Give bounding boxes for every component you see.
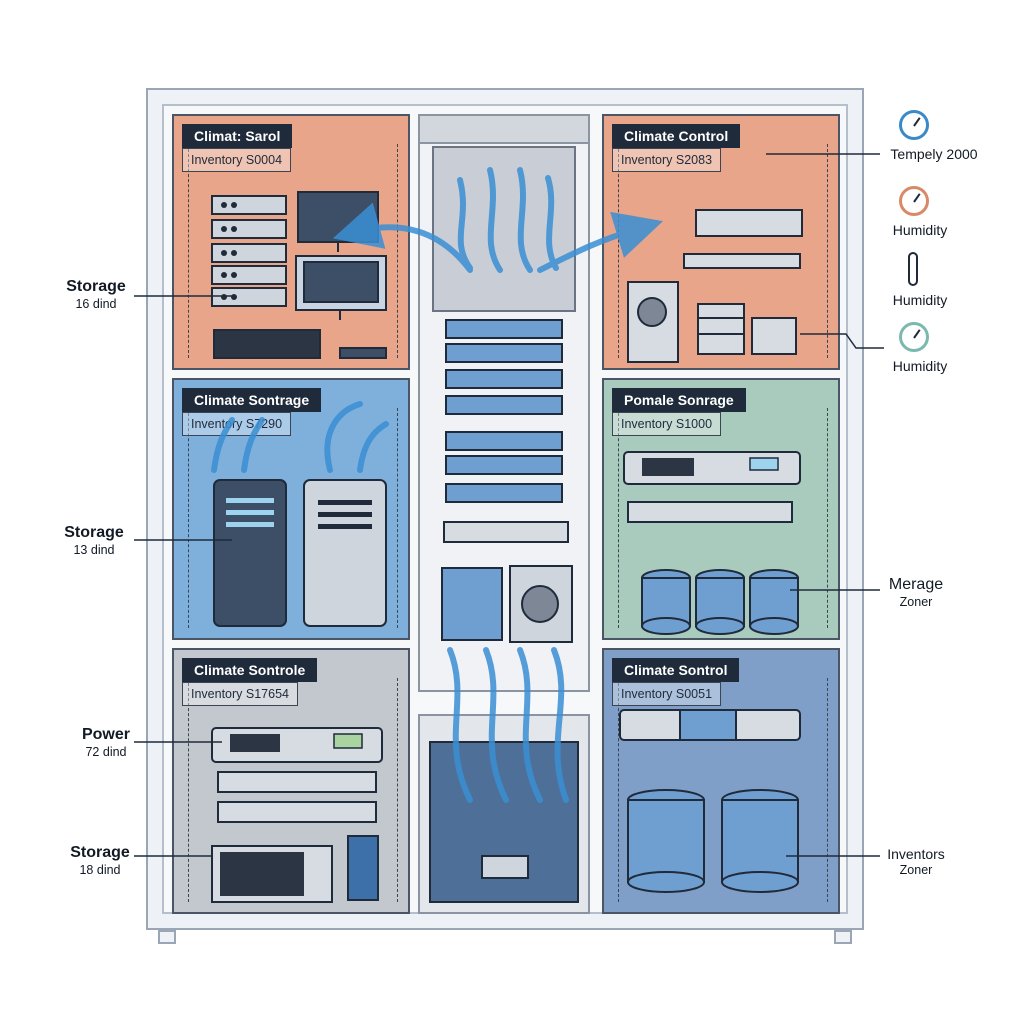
right-label-humidity: Humidity [892,292,948,308]
server-units [211,195,287,307]
airflow-arrows [211,167,663,803]
right-label-temp: Tempely 2000 [890,146,978,162]
panel-inventory: Inventory S2083 [612,148,722,172]
panel-title: Climate Control [612,124,741,148]
panel-title: Pomale Sonrage [612,388,746,412]
cabinet-foot-left [158,930,176,944]
database-icon [641,569,799,635]
right-label-humidity: Humidity [892,222,948,238]
panel-inventory: Inventory S0051 [612,682,722,706]
temperature-gauge-icon [899,110,929,140]
monitor-icon [295,191,387,320]
panel-inventory: Inventory S1000 [612,412,722,436]
humidity-gauge-icon [899,322,929,352]
panel-inventory: Inventory S17654 [182,682,298,706]
panel-top-left: Climat: Sarol Inventory S0004 [172,114,410,370]
panel-title: Climate Sontrage [182,388,322,412]
panel-title: Climate Sontrole [182,658,318,682]
right-label-humidity: Humidity [892,358,948,374]
thermometer-icon [908,252,918,286]
panel-title: Climate Sontrol [612,658,740,682]
panel-title: Climat: Sarol [182,124,293,148]
panel-inventory: Inventory S0004 [182,148,292,172]
central-rack-top [418,114,590,144]
humidity-gauge-icon [899,186,929,216]
database-icon [627,789,799,893]
rack-units [441,319,573,643]
cabinet-foot-right [834,930,852,944]
